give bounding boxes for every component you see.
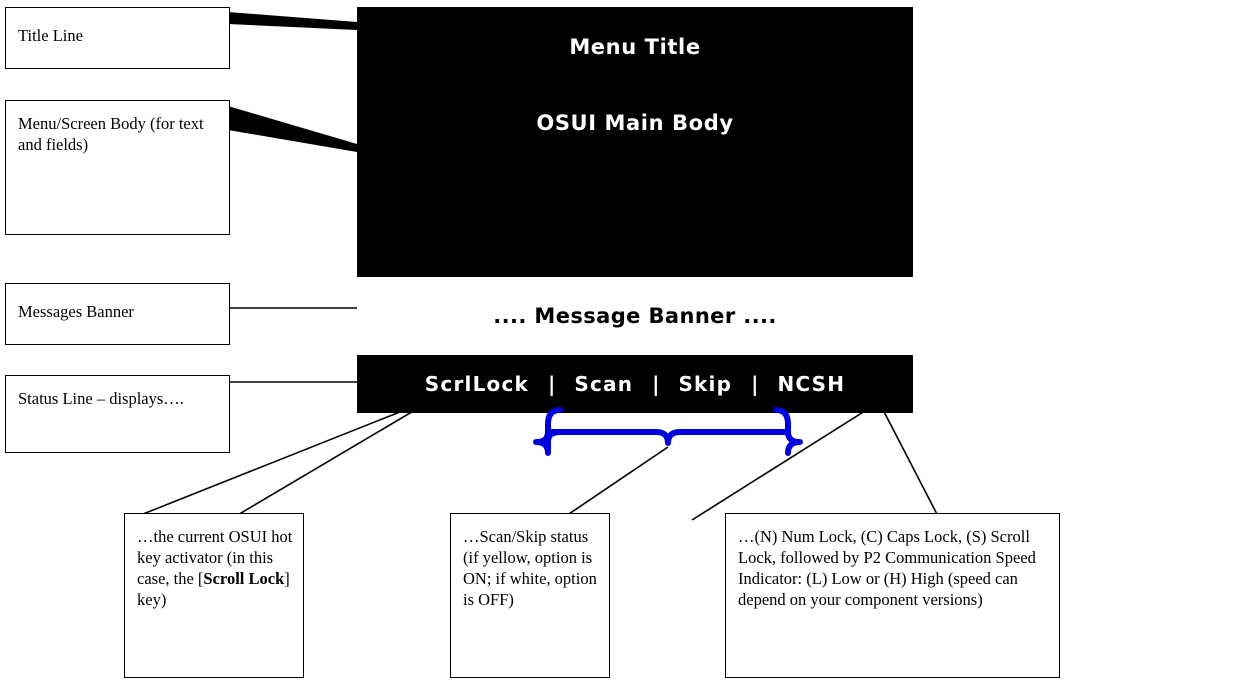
message-banner: .... Message Banner .... (357, 277, 913, 355)
callout-ncsh-note: …(N) Num Lock, (C) Caps Lock, (S) Scroll… (725, 513, 1060, 678)
osui-main-body-text: OSUI Main Body (536, 111, 734, 135)
scan-skip-brace-right (773, 407, 803, 456)
callout-title-line: Title Line (5, 7, 230, 69)
callout-ncsh-note-text: …(N) Num Lock, (C) Caps Lock, (S) Scroll… (738, 527, 1036, 610)
callout-status-line: Status Line – displays…. (5, 375, 230, 453)
message-banner-text: .... Message Banner .... (493, 304, 777, 328)
status-separator-2: | (652, 372, 660, 396)
menu-title: Menu Title (569, 35, 701, 59)
status-segment-ncsh[interactable]: NCSH (777, 372, 846, 396)
leader-wedge-title-line (228, 12, 357, 30)
hotkey-note-part2: ] key) (137, 569, 290, 610)
callout-messages-banner-text: Messages Banner (18, 302, 134, 321)
callout-hotkey-note-text: …the current OSUI hot key activator (in … (137, 526, 293, 610)
scan-skip-brace (533, 407, 563, 456)
status-segment-scan[interactable]: Scan (574, 372, 634, 396)
leader-line-ncsh-left (691, 403, 877, 521)
leader-line-ncsh-right (879, 403, 941, 521)
callout-scan-skip-note: …Scan/Skip status (if yellow, option is … (450, 513, 610, 678)
status-line: ScrlLock | Scan | Skip | NCSH (357, 355, 913, 413)
callout-menu-body: Menu/Screen Body (for text and fields) (5, 100, 230, 235)
hotkey-note-bold: Scroll Lock (203, 569, 285, 589)
callout-title-line-text: Title Line (18, 26, 83, 45)
hotkey-note-part1: …the current OSUI hot key activator (in … (137, 527, 293, 589)
callout-menu-body-text: Menu/Screen Body (for text and fields) (18, 114, 204, 155)
status-segment-skip[interactable]: Skip (678, 372, 733, 396)
callout-scan-skip-note-text: …Scan/Skip status (if yellow, option is … (463, 527, 597, 610)
status-separator-1: | (548, 372, 556, 396)
osui-screen: Menu Title OSUI Main Body .... Message B… (357, 7, 913, 413)
status-separator-3: | (751, 372, 759, 396)
leader-line-scrllock-right (235, 399, 433, 517)
status-segment-scrllock[interactable]: ScrlLock (424, 372, 530, 396)
callout-status-line-text: Status Line – displays…. (18, 389, 184, 408)
leader-wedge-menu-body (228, 106, 357, 152)
callout-hotkey-note: …the current OSUI hot key activator (in … (124, 513, 304, 678)
callout-messages-banner: Messages Banner (5, 283, 230, 345)
leader-line-scan-skip (559, 446, 669, 521)
scan-skip-brace-bar (545, 429, 791, 446)
